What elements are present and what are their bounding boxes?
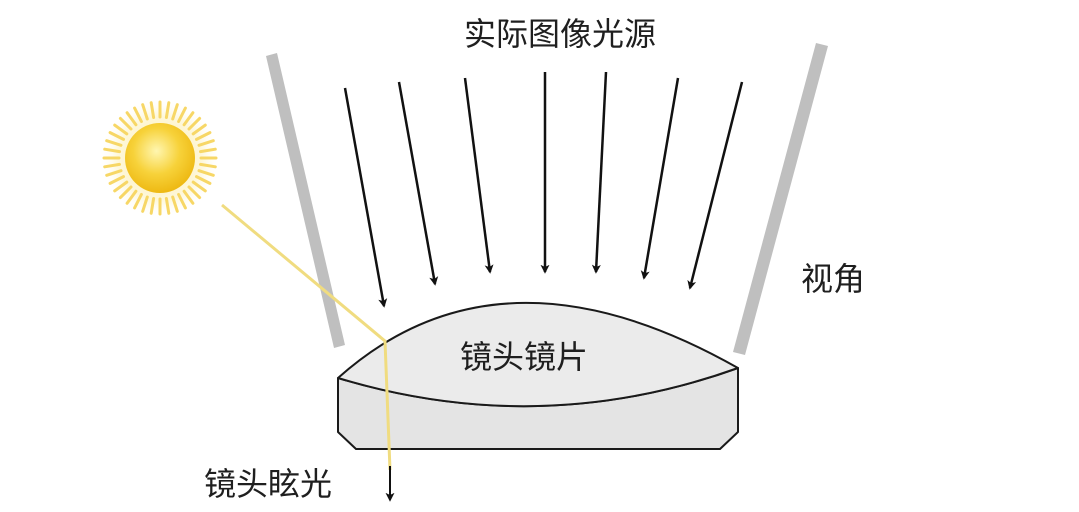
sun-ray	[187, 185, 202, 200]
lens-element	[337, 302, 739, 450]
lens-top-surface	[337, 302, 739, 408]
sun-ray	[164, 101, 171, 119]
sun-ray	[187, 116, 202, 131]
sun-ray	[118, 116, 133, 131]
sun-ray	[182, 189, 195, 205]
sun-ray	[171, 103, 179, 121]
sun-ray	[164, 197, 171, 215]
sun-ray	[199, 162, 217, 169]
sun-ray	[133, 106, 143, 123]
sun-ray	[149, 197, 156, 215]
sun-ray	[103, 147, 121, 154]
light-ray-arrow	[640, 77, 680, 280]
light-source-label: 实际图像光源	[464, 15, 656, 53]
light-ray-arrow	[343, 87, 388, 308]
sun-ray	[191, 123, 207, 136]
sun-ray	[103, 162, 121, 169]
sun-ray	[108, 175, 125, 185]
light-ray-arrow	[591, 71, 608, 274]
light-ray-arrow	[397, 81, 439, 286]
light-ray-arrow	[687, 81, 744, 290]
sun-ray	[141, 103, 149, 121]
sun-ray	[133, 193, 143, 210]
sun-ray	[171, 195, 179, 213]
sun-ray	[199, 147, 217, 154]
sun-ray	[197, 169, 215, 177]
sun-ray	[113, 123, 129, 136]
sun-ray	[197, 139, 215, 147]
sun-ray	[182, 111, 195, 127]
sun-ray	[191, 180, 207, 193]
sun-ray	[195, 175, 212, 185]
sun-ray	[125, 111, 138, 127]
sun-ray	[125, 189, 138, 205]
fov-wall-left	[266, 53, 345, 348]
sun-ray	[105, 169, 123, 177]
sun-ray	[113, 180, 129, 193]
light-ray-arrow	[463, 77, 494, 274]
lens-element-label: 镜头镜片	[460, 338, 588, 376]
fov-wall-right	[733, 43, 828, 355]
sun-ray	[105, 139, 123, 147]
light-rays	[343, 71, 744, 308]
lens-flare-ray	[221, 203, 392, 471]
sun-ray	[118, 185, 133, 200]
sun-ray	[108, 131, 125, 141]
sun-ray	[177, 106, 187, 123]
lens-flare-label: 镜头眩光	[204, 465, 332, 503]
sun-ray	[141, 195, 149, 213]
sun-ray	[149, 101, 156, 119]
sun-ray	[177, 193, 187, 210]
sun-ray	[195, 131, 212, 141]
sun-icon	[100, 98, 220, 218]
field-of-view-label: 视角	[801, 260, 865, 298]
